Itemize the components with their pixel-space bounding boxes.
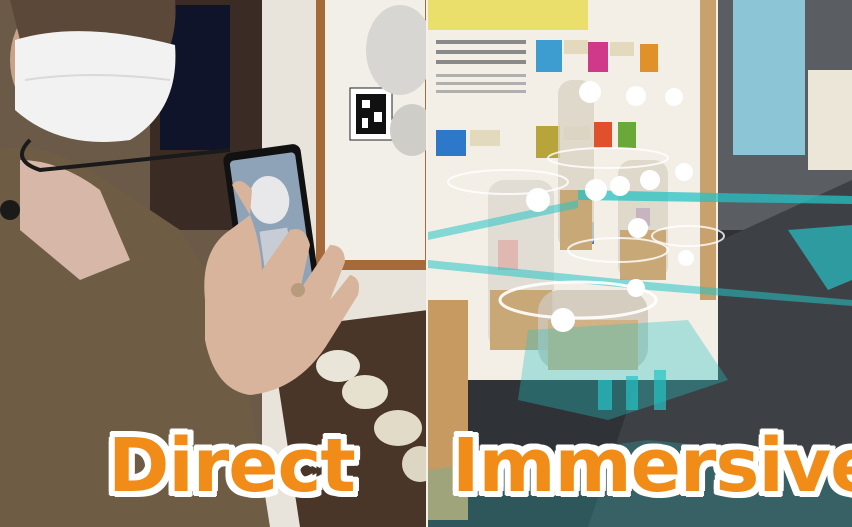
shelf-button xyxy=(316,350,360,382)
lanyard xyxy=(20,138,231,173)
direct-photo: Direct xyxy=(0,0,428,527)
shelf-button xyxy=(402,446,428,482)
shelf-button xyxy=(342,375,388,409)
shelf-button xyxy=(374,410,422,446)
signboard xyxy=(808,70,852,170)
caption-direct: Direct xyxy=(108,423,356,509)
background-display xyxy=(733,0,805,155)
immersive-scene xyxy=(428,0,852,527)
ar-marker-dots xyxy=(526,81,694,332)
immersive-photo: Immersive xyxy=(428,0,852,527)
caption-immersive: Immersive xyxy=(452,423,852,509)
label-tag xyxy=(436,130,466,156)
label-tag xyxy=(618,122,636,148)
floor xyxy=(588,180,852,527)
label-tag xyxy=(536,40,562,72)
ar-overlay xyxy=(428,147,852,527)
face-mask xyxy=(15,31,176,142)
hand xyxy=(204,215,359,395)
person-shirt xyxy=(20,160,130,280)
wall-fixture xyxy=(366,5,428,95)
label-tag xyxy=(640,44,658,72)
info-panel-header xyxy=(428,0,588,30)
label-tag xyxy=(594,122,612,148)
direct-scene xyxy=(0,0,428,527)
label-tag xyxy=(588,42,608,72)
